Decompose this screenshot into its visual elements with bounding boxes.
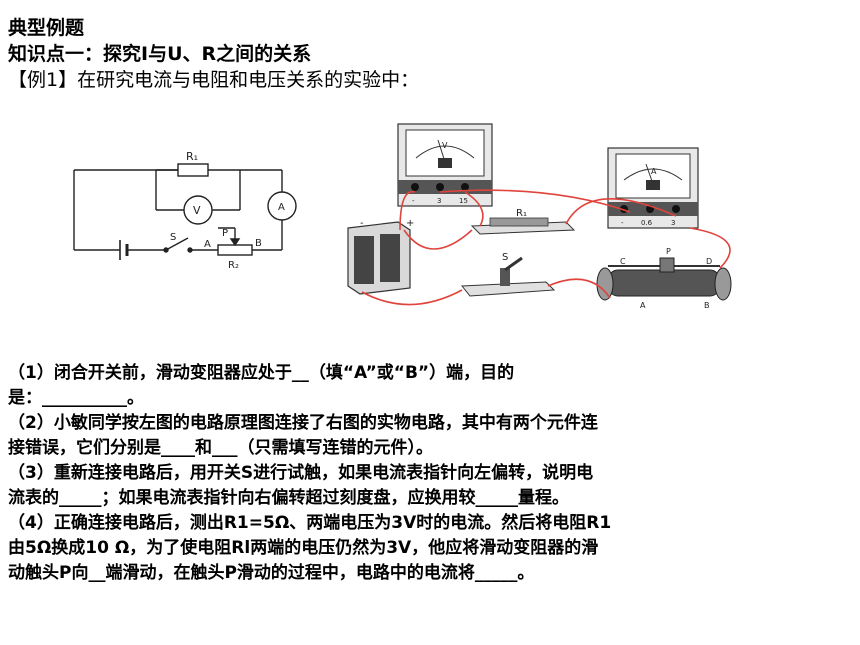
svg-text:B: B	[704, 301, 710, 310]
question-4-line-2: 由5Ω换成10 Ω，为了使电阻Rl两端的电压仍然为3V，他应将滑动变阻器的滑	[8, 538, 599, 558]
schematic-switch	[165, 237, 189, 251]
question-2-line-1: （2）小敏同学按左图的电路原理图连接了右图的实物电路，其中有两个元件连	[8, 413, 598, 433]
schematic-ammeter	[267, 191, 297, 221]
knowledge-point-heading: 知识点一：探究I与U、R之间的关系	[8, 43, 312, 65]
schematic-a-terminal: A	[204, 239, 211, 250]
photo-ammeter: A - 0.6 3	[607, 147, 699, 229]
svg-text:3: 3	[671, 219, 675, 227]
svg-text:-: -	[621, 219, 624, 227]
photo-voltmeter: V - 3 15	[397, 123, 493, 207]
svg-text:0.6: 0.6	[641, 219, 653, 227]
question-3-line-2: 流表的_____；如果电流表指针向右偏转超过刻度盘，应换用较_____量程。	[8, 488, 569, 508]
svg-text:D: D	[706, 257, 712, 266]
photo-rheostat: C P D A B	[596, 247, 732, 310]
svg-text:+: +	[406, 218, 414, 229]
apparatus-photo: V - 3 15 A - 0.6 3 - +	[347, 123, 732, 310]
question-3-line-1: （3）重新连接电路后，用开关S进行试触，如果电流表指针向左偏转，说明电	[8, 463, 594, 483]
svg-text:R₁: R₁	[516, 208, 527, 219]
svg-text:A: A	[640, 301, 646, 310]
svg-text:-: -	[412, 197, 415, 205]
example-heading: 【例1】在研究电流与电阻和电压关系的实验中：	[8, 69, 420, 91]
svg-text:3: 3	[437, 197, 441, 205]
schematic-r1	[177, 163, 209, 177]
question-1-line-2: 是：__________。	[8, 388, 144, 408]
svg-text:-: -	[360, 218, 364, 229]
schematic-a-label: A	[278, 202, 285, 213]
schematic-voltmeter	[183, 195, 213, 225]
photo-battery: - +	[347, 218, 414, 295]
circuit-figure: R₁ V A S A P B R₂ V - 3 15	[70, 118, 745, 326]
svg-text:A: A	[651, 167, 657, 176]
connecting-wires	[361, 189, 731, 306]
svg-text:S: S	[502, 252, 508, 263]
svg-text:C: C	[620, 257, 626, 266]
schematic-v-label: V	[193, 204, 201, 217]
photo-switch: S	[460, 252, 556, 297]
schematic-r1-label: R₁	[186, 150, 198, 163]
schematic-r2-label: R₂	[228, 260, 239, 271]
question-1-line-1: （1）闭合开关前，滑动变阻器应处于__（填“A”或“B”）端，目的	[8, 363, 515, 383]
circuit-schematic	[73, 163, 297, 260]
svg-text:15: 15	[459, 197, 468, 205]
question-4-line-1: （4）正确连接电路后，测出R1=5Ω、两端电压为3V时的电流。然后将电阻R1	[8, 513, 612, 533]
schematic-b-terminal: B	[255, 238, 262, 249]
photo-r1: R₁	[470, 208, 576, 235]
svg-text:V: V	[442, 141, 448, 150]
question-4-line-3: 动触头P向__端滑动，在触头P滑动的过程中，电路中的电流将_____。	[8, 563, 535, 583]
schematic-rheostat	[217, 244, 253, 256]
schematic-s-label: S	[170, 232, 176, 243]
schematic-p-label: P	[222, 228, 228, 239]
question-2-line-2: 接错误，它们分别是____和___（只需填写连错的元件）。	[8, 438, 433, 458]
svg-text:P: P	[666, 247, 671, 256]
page-title: 典型例题	[8, 17, 85, 39]
